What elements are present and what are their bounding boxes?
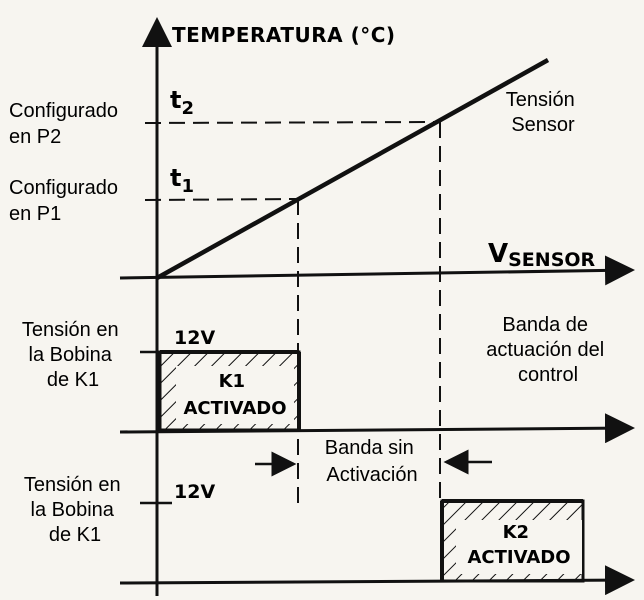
v12-bottom-label: 12V <box>174 481 215 503</box>
v12-top-label: 12V <box>174 327 215 349</box>
banda-sin-activacion-note: Banda sin Activación <box>325 437 420 486</box>
banda-actuacion-note: Banda de actuación del control <box>486 314 609 386</box>
v-sensor-label: VSENSOR <box>488 239 596 271</box>
temperature-axis-label: TEMPERATURA (°C) <box>172 23 396 47</box>
t1-label: t1 <box>170 164 194 197</box>
v-sensor-axis <box>119 255 635 286</box>
k1-label-backdrop <box>176 366 294 424</box>
bobina2-note: Tensión en la Bobina de K1 <box>24 474 126 546</box>
sensor-voltage-line <box>155 58 550 280</box>
k2-label-backdrop <box>456 520 582 574</box>
config-p2-note: Configurado en P2 <box>9 100 124 148</box>
k1-activated-label: K1 ACTIVADO <box>184 371 287 419</box>
tension-sensor-note: Tensión Sensor <box>506 89 581 136</box>
bobina1-note: Tensión en la Bobina de K1 <box>22 319 124 391</box>
t2-dashed-guide <box>144 121 441 124</box>
config-p1-note: Configurado en P1 <box>9 177 124 225</box>
t1-dashed-guide <box>144 198 299 201</box>
k2-activated-label: K2 ACTIVADO <box>468 522 571 568</box>
t2-label: t2 <box>170 86 194 119</box>
